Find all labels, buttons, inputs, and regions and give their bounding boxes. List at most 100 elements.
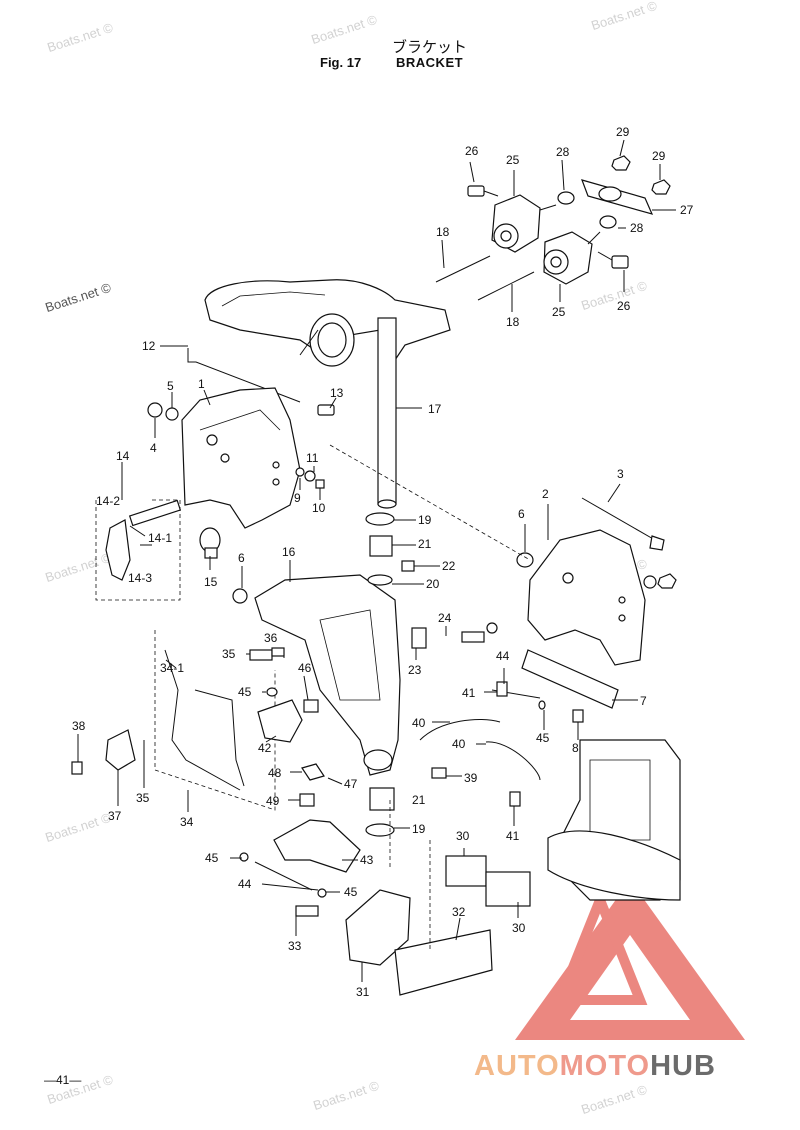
- callout: 33: [288, 939, 302, 953]
- callout: 4: [150, 441, 157, 455]
- screw-39: [431, 767, 447, 779]
- ring-20: [367, 574, 393, 586]
- callout: 1: [198, 377, 205, 391]
- callout: 21: [418, 537, 432, 551]
- callout: 11: [306, 451, 319, 465]
- logo-part-hub: HUB: [650, 1050, 716, 1082]
- washer-19: [365, 823, 395, 837]
- screw-41: [496, 681, 508, 697]
- clamp-bracket-left: [181, 387, 301, 529]
- callout: 19: [412, 822, 426, 836]
- part-46: [303, 699, 319, 713]
- callout: 16: [282, 545, 296, 559]
- lever-43: [273, 819, 361, 873]
- callout: 30: [456, 829, 470, 843]
- callout: 38: [72, 719, 86, 733]
- callout: 25: [552, 305, 566, 319]
- callout: 5: [167, 379, 174, 393]
- callout: 26: [617, 299, 631, 313]
- callout: 35: [222, 647, 236, 661]
- callout: 12: [142, 339, 156, 353]
- steering-handle-frame: [204, 279, 451, 367]
- washer-6: [516, 552, 534, 568]
- callout: 42: [258, 741, 272, 755]
- callout: 41: [506, 829, 520, 843]
- callout: 19: [418, 513, 432, 527]
- screw-38: [71, 761, 83, 775]
- callout: 40: [452, 737, 466, 751]
- callout: 44: [496, 649, 510, 663]
- part-49: [299, 793, 315, 807]
- callout: 39: [464, 771, 478, 785]
- callout: 45: [344, 885, 358, 899]
- screw-41: [509, 791, 521, 807]
- callout: 43: [360, 853, 374, 867]
- callout: 28: [630, 221, 644, 235]
- thrust-disc: [199, 527, 221, 559]
- callout: 2: [542, 487, 549, 501]
- washer-6: [232, 588, 248, 604]
- callout: 13: [330, 386, 344, 400]
- callout: 25: [506, 153, 520, 167]
- logo-triangle-icon: [515, 880, 745, 1040]
- washer-19: [365, 512, 395, 526]
- callout: 45: [205, 851, 219, 865]
- callout: 31: [356, 985, 370, 999]
- callout: 37: [108, 809, 122, 823]
- automotohub-logo: AUTOMOTOHUB: [474, 1050, 716, 1083]
- callout: 29: [616, 125, 630, 139]
- bushing-21: [369, 787, 395, 811]
- engine-housing: [547, 739, 681, 901]
- bolt-33: [295, 905, 319, 917]
- block-30: [445, 855, 487, 887]
- callout: 41: [462, 686, 476, 700]
- callout: 48: [268, 766, 282, 780]
- spring-36: [271, 647, 285, 657]
- callout: 18: [506, 315, 520, 329]
- bolt-24: [461, 631, 485, 643]
- logo-part-moto: MOTO: [559, 1050, 651, 1082]
- screw-8: [572, 709, 584, 723]
- title-japanese: ブラケット: [392, 38, 468, 56]
- tilt-rod: [187, 348, 301, 403]
- callout: 15: [204, 575, 218, 589]
- figure-number: Fig. 17: [320, 55, 362, 70]
- holder-31: [345, 889, 411, 966]
- callout: 14-1: [148, 531, 172, 545]
- swivel-bracket: [254, 574, 401, 776]
- callout: 36: [264, 631, 278, 645]
- through-bolt-3: [581, 497, 656, 541]
- pin-35: [249, 649, 273, 661]
- nut-4: [147, 402, 163, 418]
- callout: 49: [266, 794, 280, 808]
- callout: 7: [640, 694, 647, 708]
- callout: 3: [617, 467, 624, 481]
- callout: 10: [312, 501, 326, 515]
- callout: 29: [652, 149, 666, 163]
- clamp-screw-group: [95, 499, 182, 601]
- callout: 23: [408, 663, 422, 677]
- callout: 45: [238, 685, 252, 699]
- title-english: BRACKET: [396, 55, 464, 70]
- callout: 47: [344, 777, 358, 791]
- callout: 20: [426, 577, 440, 591]
- callout: 44: [238, 877, 252, 891]
- bracket-37: [105, 729, 136, 771]
- callout: 18: [436, 225, 450, 239]
- callout: 32: [452, 905, 466, 919]
- callout: 30: [512, 921, 526, 935]
- upper-mount-group: [435, 155, 671, 301]
- clip-45: [266, 687, 278, 697]
- callout: 45: [536, 731, 550, 745]
- callout: 35: [136, 791, 150, 805]
- clamp-bracket-right: [527, 529, 646, 666]
- pad-22: [401, 560, 415, 572]
- page-number: —41—: [44, 1073, 82, 1087]
- callout: 14-3: [128, 571, 152, 585]
- callout: 6: [238, 551, 245, 565]
- bolt-13: [317, 404, 335, 416]
- callout: 22: [442, 559, 456, 573]
- callout: 9: [294, 491, 301, 505]
- washer-5: [165, 407, 179, 421]
